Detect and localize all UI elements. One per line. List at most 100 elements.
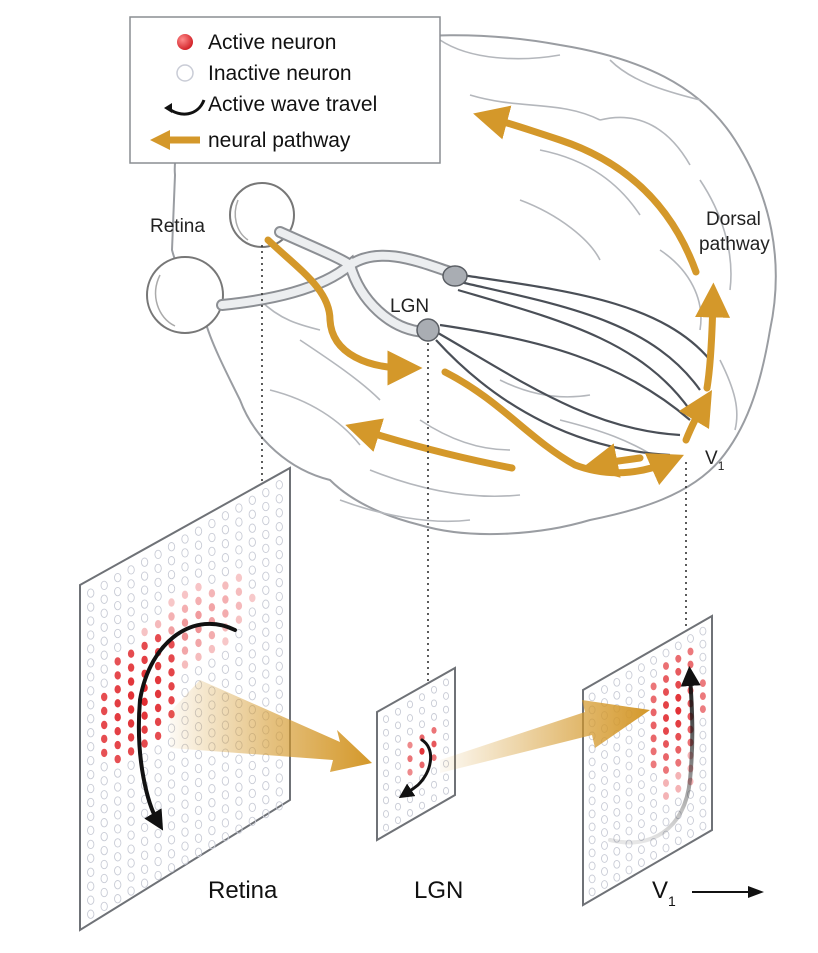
inactive-neuron	[650, 786, 658, 795]
inactive-neuron	[167, 751, 176, 761]
inactive-neuron	[625, 800, 633, 810]
active-neuron	[235, 601, 243, 610]
inactive-neuron	[235, 656, 243, 667]
inactive-neuron	[100, 580, 108, 591]
inactive-neuron	[221, 762, 230, 772]
inactive-neuron	[248, 565, 256, 575]
inactive-neuron	[699, 769, 707, 779]
inactive-neuron	[154, 870, 162, 881]
active-neuron	[675, 706, 682, 715]
inactive-neuron	[221, 566, 230, 577]
inactive-neuron	[140, 864, 149, 874]
active-neuron	[222, 637, 229, 646]
inactive-neuron	[208, 574, 216, 584]
inactive-neuron	[194, 791, 203, 802]
inactive-neuron	[181, 548, 189, 558]
inactive-neuron	[114, 782, 122, 792]
legend-pathway-label: neural pathway	[208, 129, 351, 152]
inactive-neuron	[650, 799, 658, 808]
inactive-neuron	[181, 855, 189, 865]
inactive-neuron	[167, 765, 176, 775]
inactive-neuron	[208, 532, 216, 543]
inactive-neuron	[181, 813, 189, 823]
inactive-neuron	[275, 787, 283, 797]
active-neuron	[650, 721, 657, 730]
inactive-neuron	[248, 816, 256, 827]
active-neuron	[675, 680, 682, 689]
inactive-neuron	[275, 661, 283, 671]
inactive-neuron	[637, 663, 645, 672]
inactive-neuron	[248, 523, 256, 533]
inactive-neuron	[418, 788, 426, 796]
brain-label-dorsal-line2: pathway	[699, 234, 770, 255]
inactive-neuron	[181, 757, 189, 767]
inactive-neuron	[235, 824, 243, 834]
inactive-neuron	[154, 759, 162, 769]
inactive-neuron	[100, 845, 108, 856]
inactive-neuron	[248, 677, 256, 687]
inactive-neuron	[262, 795, 270, 805]
pathway-v1-dorsal-1	[678, 389, 713, 444]
inactive-neuron	[699, 717, 707, 727]
inactive-neuron	[100, 678, 108, 688]
inactive-neuron	[208, 825, 216, 836]
inactive-neuron	[674, 797, 682, 807]
inactive-neuron	[275, 675, 283, 685]
inactive-neuron	[382, 715, 390, 723]
active-neuron	[675, 732, 682, 741]
inactive-neuron	[181, 785, 189, 795]
inactive-neuron	[154, 577, 162, 588]
inactive-neuron	[699, 743, 707, 753]
wave-arrow-v1	[608, 666, 701, 845]
legend-active-neuron-icon	[177, 34, 193, 50]
inactive-neuron	[418, 706, 426, 715]
inactive-neuron	[275, 536, 283, 546]
inactive-neuron	[114, 894, 122, 904]
inactive-neuron	[167, 807, 176, 817]
inactive-neuron	[114, 614, 122, 625]
inactive-neuron	[601, 789, 608, 798]
inactive-neuron	[127, 816, 135, 826]
active-neuron	[235, 615, 243, 624]
inactive-neuron	[382, 823, 390, 832]
inactive-neuron	[181, 799, 189, 809]
active-neuron	[195, 610, 202, 620]
inactive-neuron	[114, 572, 122, 583]
inactive-neuron	[662, 843, 670, 853]
inactive-neuron	[588, 770, 596, 780]
inactive-neuron	[154, 591, 162, 601]
inactive-neuron	[275, 494, 283, 504]
inactive-neuron	[140, 599, 149, 609]
inactive-neuron	[588, 757, 596, 767]
inactive-neuron	[181, 534, 189, 544]
inactive-neuron	[221, 553, 230, 563]
active-neuron	[663, 766, 669, 774]
inactive-neuron	[601, 854, 608, 863]
inactive-neuron	[140, 557, 149, 567]
inactive-neuron	[262, 543, 270, 554]
inactive-neuron	[625, 813, 633, 823]
inactive-neuron	[418, 801, 426, 810]
inactive-neuron	[87, 811, 95, 822]
active-neuron	[222, 609, 229, 618]
inactive-neuron	[248, 774, 256, 785]
inactive-neuron	[194, 666, 203, 676]
active-neuron	[675, 771, 682, 780]
inactive-neuron	[275, 689, 283, 699]
inactive-neuron	[430, 685, 438, 694]
inactive-neuron	[248, 691, 256, 701]
inactive-neuron	[87, 881, 95, 891]
inactive-neuron	[194, 749, 203, 760]
inactive-neuron	[406, 727, 414, 736]
panel-lgn	[376, 666, 456, 842]
inactive-neuron	[637, 741, 645, 750]
projection-lines	[261, 245, 687, 688]
optic-nerves	[216, 226, 456, 338]
active-neuron	[181, 660, 189, 669]
active-neuron	[663, 675, 669, 683]
active-neuron	[127, 691, 135, 700]
active-neuron	[249, 593, 256, 603]
wave-arrows	[136, 621, 701, 845]
inactive-neuron	[418, 720, 426, 729]
inactive-neuron	[208, 560, 216, 571]
